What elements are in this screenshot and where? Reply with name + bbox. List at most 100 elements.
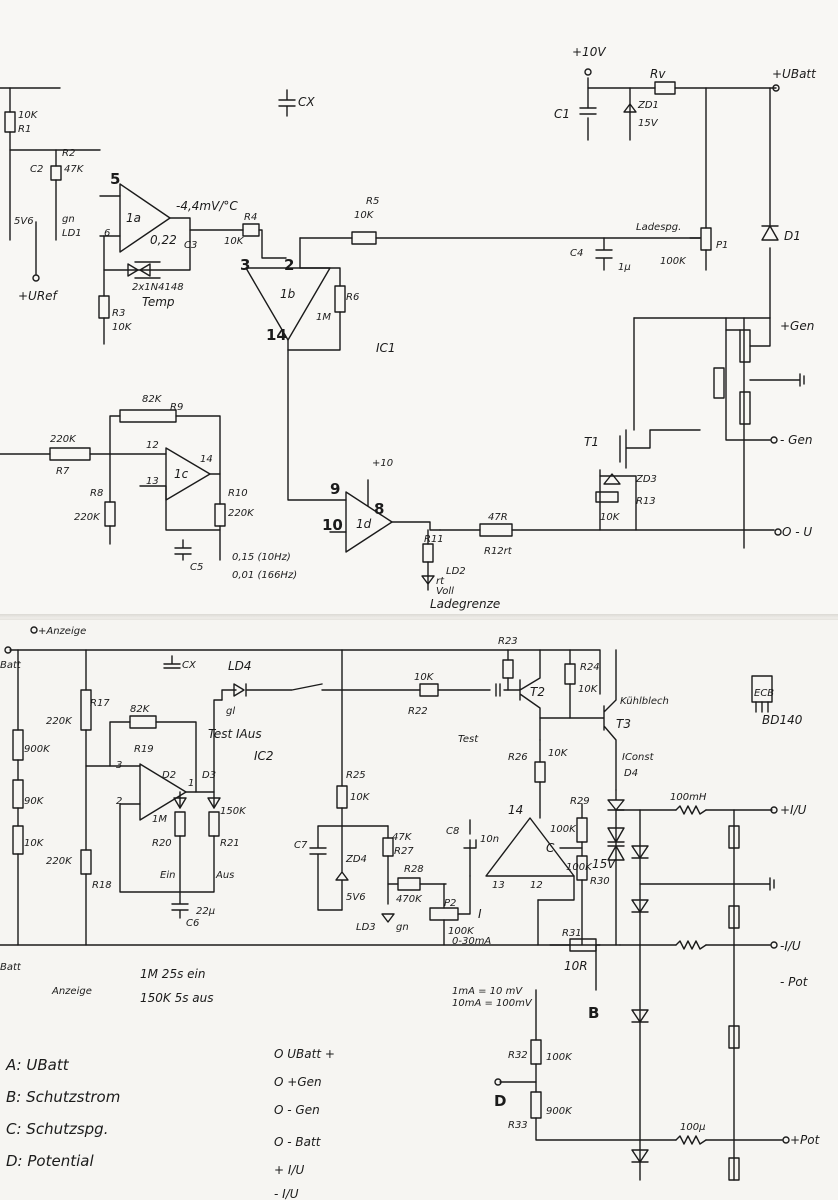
label: LD4 bbox=[228, 659, 252, 673]
label: P2 bbox=[444, 898, 456, 909]
label: +Gen bbox=[780, 319, 814, 333]
label: 1b bbox=[280, 287, 296, 301]
label: 100K bbox=[550, 824, 577, 835]
label: T1 bbox=[584, 435, 599, 449]
label: +Pot bbox=[790, 1133, 821, 1147]
label: 100K bbox=[660, 256, 687, 267]
label: 1M bbox=[316, 312, 331, 323]
label: 6 bbox=[104, 228, 110, 239]
label: Kühlblech bbox=[620, 696, 669, 707]
label: 47K bbox=[64, 164, 85, 175]
terminal-item: + I/U bbox=[274, 1163, 304, 1177]
label: IC1 bbox=[376, 341, 396, 355]
label: R8 bbox=[90, 488, 103, 499]
label: R12rt bbox=[484, 546, 513, 557]
legend-item: C: Schutzspg. bbox=[6, 1120, 108, 1138]
label: Batt bbox=[0, 660, 22, 671]
terminal-item: O +Gen bbox=[274, 1075, 322, 1089]
label: 13 bbox=[492, 880, 505, 891]
label: P1 bbox=[716, 240, 728, 251]
label: 100K bbox=[566, 862, 593, 873]
legend-item: A: UBatt bbox=[5, 1056, 70, 1074]
label: R20 bbox=[152, 838, 172, 849]
page-fold bbox=[0, 614, 838, 622]
label: 9 bbox=[330, 480, 340, 498]
label: CX bbox=[298, 95, 315, 109]
label: 100K bbox=[546, 1052, 573, 1063]
label: 0,01 (166Hz) bbox=[232, 570, 297, 581]
label: R2 bbox=[62, 148, 75, 159]
label: 1M 25s ein bbox=[140, 967, 205, 981]
label: R5 bbox=[366, 196, 379, 207]
label: R30 bbox=[590, 876, 610, 887]
label: -4,4mV/°C bbox=[176, 199, 238, 213]
label: R21 bbox=[220, 838, 240, 849]
label: 47R bbox=[488, 512, 508, 523]
label: Ladegrenze bbox=[430, 597, 500, 611]
label: 0,22 bbox=[150, 233, 177, 247]
terminal-list: O UBatt + O +Gen O - Gen O - Batt + I/U … bbox=[274, 1047, 335, 1200]
label: 1μ bbox=[618, 262, 631, 273]
label: Batt bbox=[0, 962, 22, 973]
label: 22μ bbox=[196, 906, 215, 917]
label: 5 bbox=[110, 170, 120, 188]
label: 2 bbox=[116, 796, 122, 807]
label: 1a bbox=[126, 211, 141, 225]
label: 10mA = 100mV bbox=[452, 998, 533, 1009]
label: 220K bbox=[74, 512, 101, 523]
label: C5 bbox=[190, 562, 203, 573]
label: R27 bbox=[394, 846, 414, 857]
label: R24 bbox=[580, 662, 600, 673]
top-wires bbox=[0, 68, 805, 591]
label: LD1 bbox=[62, 228, 82, 239]
label: R6 bbox=[346, 292, 359, 303]
label: 220K bbox=[46, 716, 73, 727]
label: ECB bbox=[754, 688, 774, 699]
label: 900K bbox=[546, 1106, 573, 1117]
label: I bbox=[478, 907, 482, 921]
label: R18 bbox=[92, 880, 112, 891]
label: 14 bbox=[200, 454, 213, 465]
label: R1 bbox=[18, 124, 31, 135]
label: 1mA = 10 mV bbox=[452, 986, 523, 997]
label: LD3 bbox=[356, 922, 376, 933]
label: R25 bbox=[346, 770, 366, 781]
label: +URef bbox=[18, 289, 59, 303]
label: - Gen bbox=[780, 433, 812, 447]
label: Voll bbox=[436, 586, 454, 597]
label: D2 bbox=[162, 770, 176, 781]
label: Anzeige bbox=[51, 986, 92, 997]
label: gn bbox=[396, 922, 409, 933]
top-labels: +10V Rv +UBatt CX C1 ZD1 15V 10K R1 R2 4… bbox=[14, 45, 817, 611]
label: 1d bbox=[356, 517, 372, 531]
label: 3 bbox=[116, 760, 122, 771]
legend-item: B: Schutzstrom bbox=[6, 1088, 120, 1106]
label: BD140 bbox=[762, 713, 803, 727]
label: 10K bbox=[24, 838, 45, 849]
label: 10K bbox=[18, 110, 39, 121]
label: 3 bbox=[240, 256, 250, 274]
label: 2x1N4148 bbox=[132, 282, 184, 293]
label: 82K bbox=[130, 704, 151, 715]
label: 47K bbox=[392, 832, 413, 843]
label: Rv bbox=[650, 67, 666, 81]
label: 10K bbox=[548, 748, 569, 759]
terminal-item: O UBatt + bbox=[274, 1047, 335, 1061]
label: R9 bbox=[170, 402, 183, 413]
label: 10K bbox=[578, 684, 599, 695]
label: T2 bbox=[530, 685, 545, 699]
label: 5V6 bbox=[14, 216, 34, 227]
label: D3 bbox=[202, 770, 216, 781]
label: R23 bbox=[498, 636, 518, 647]
label: R17 bbox=[90, 698, 110, 709]
label: R32 bbox=[508, 1050, 528, 1061]
bottom-labels: +Anzeige Batt CX LD4 gl Test IAus 10K R2… bbox=[0, 626, 821, 1147]
label: 220K bbox=[228, 508, 255, 519]
label: IConst bbox=[622, 752, 655, 763]
label: 10K bbox=[224, 236, 245, 247]
label: gn bbox=[62, 214, 75, 225]
label: 10R bbox=[564, 959, 588, 973]
label: +Anzeige bbox=[38, 626, 86, 637]
terminal-item: O - Gen bbox=[274, 1103, 320, 1117]
